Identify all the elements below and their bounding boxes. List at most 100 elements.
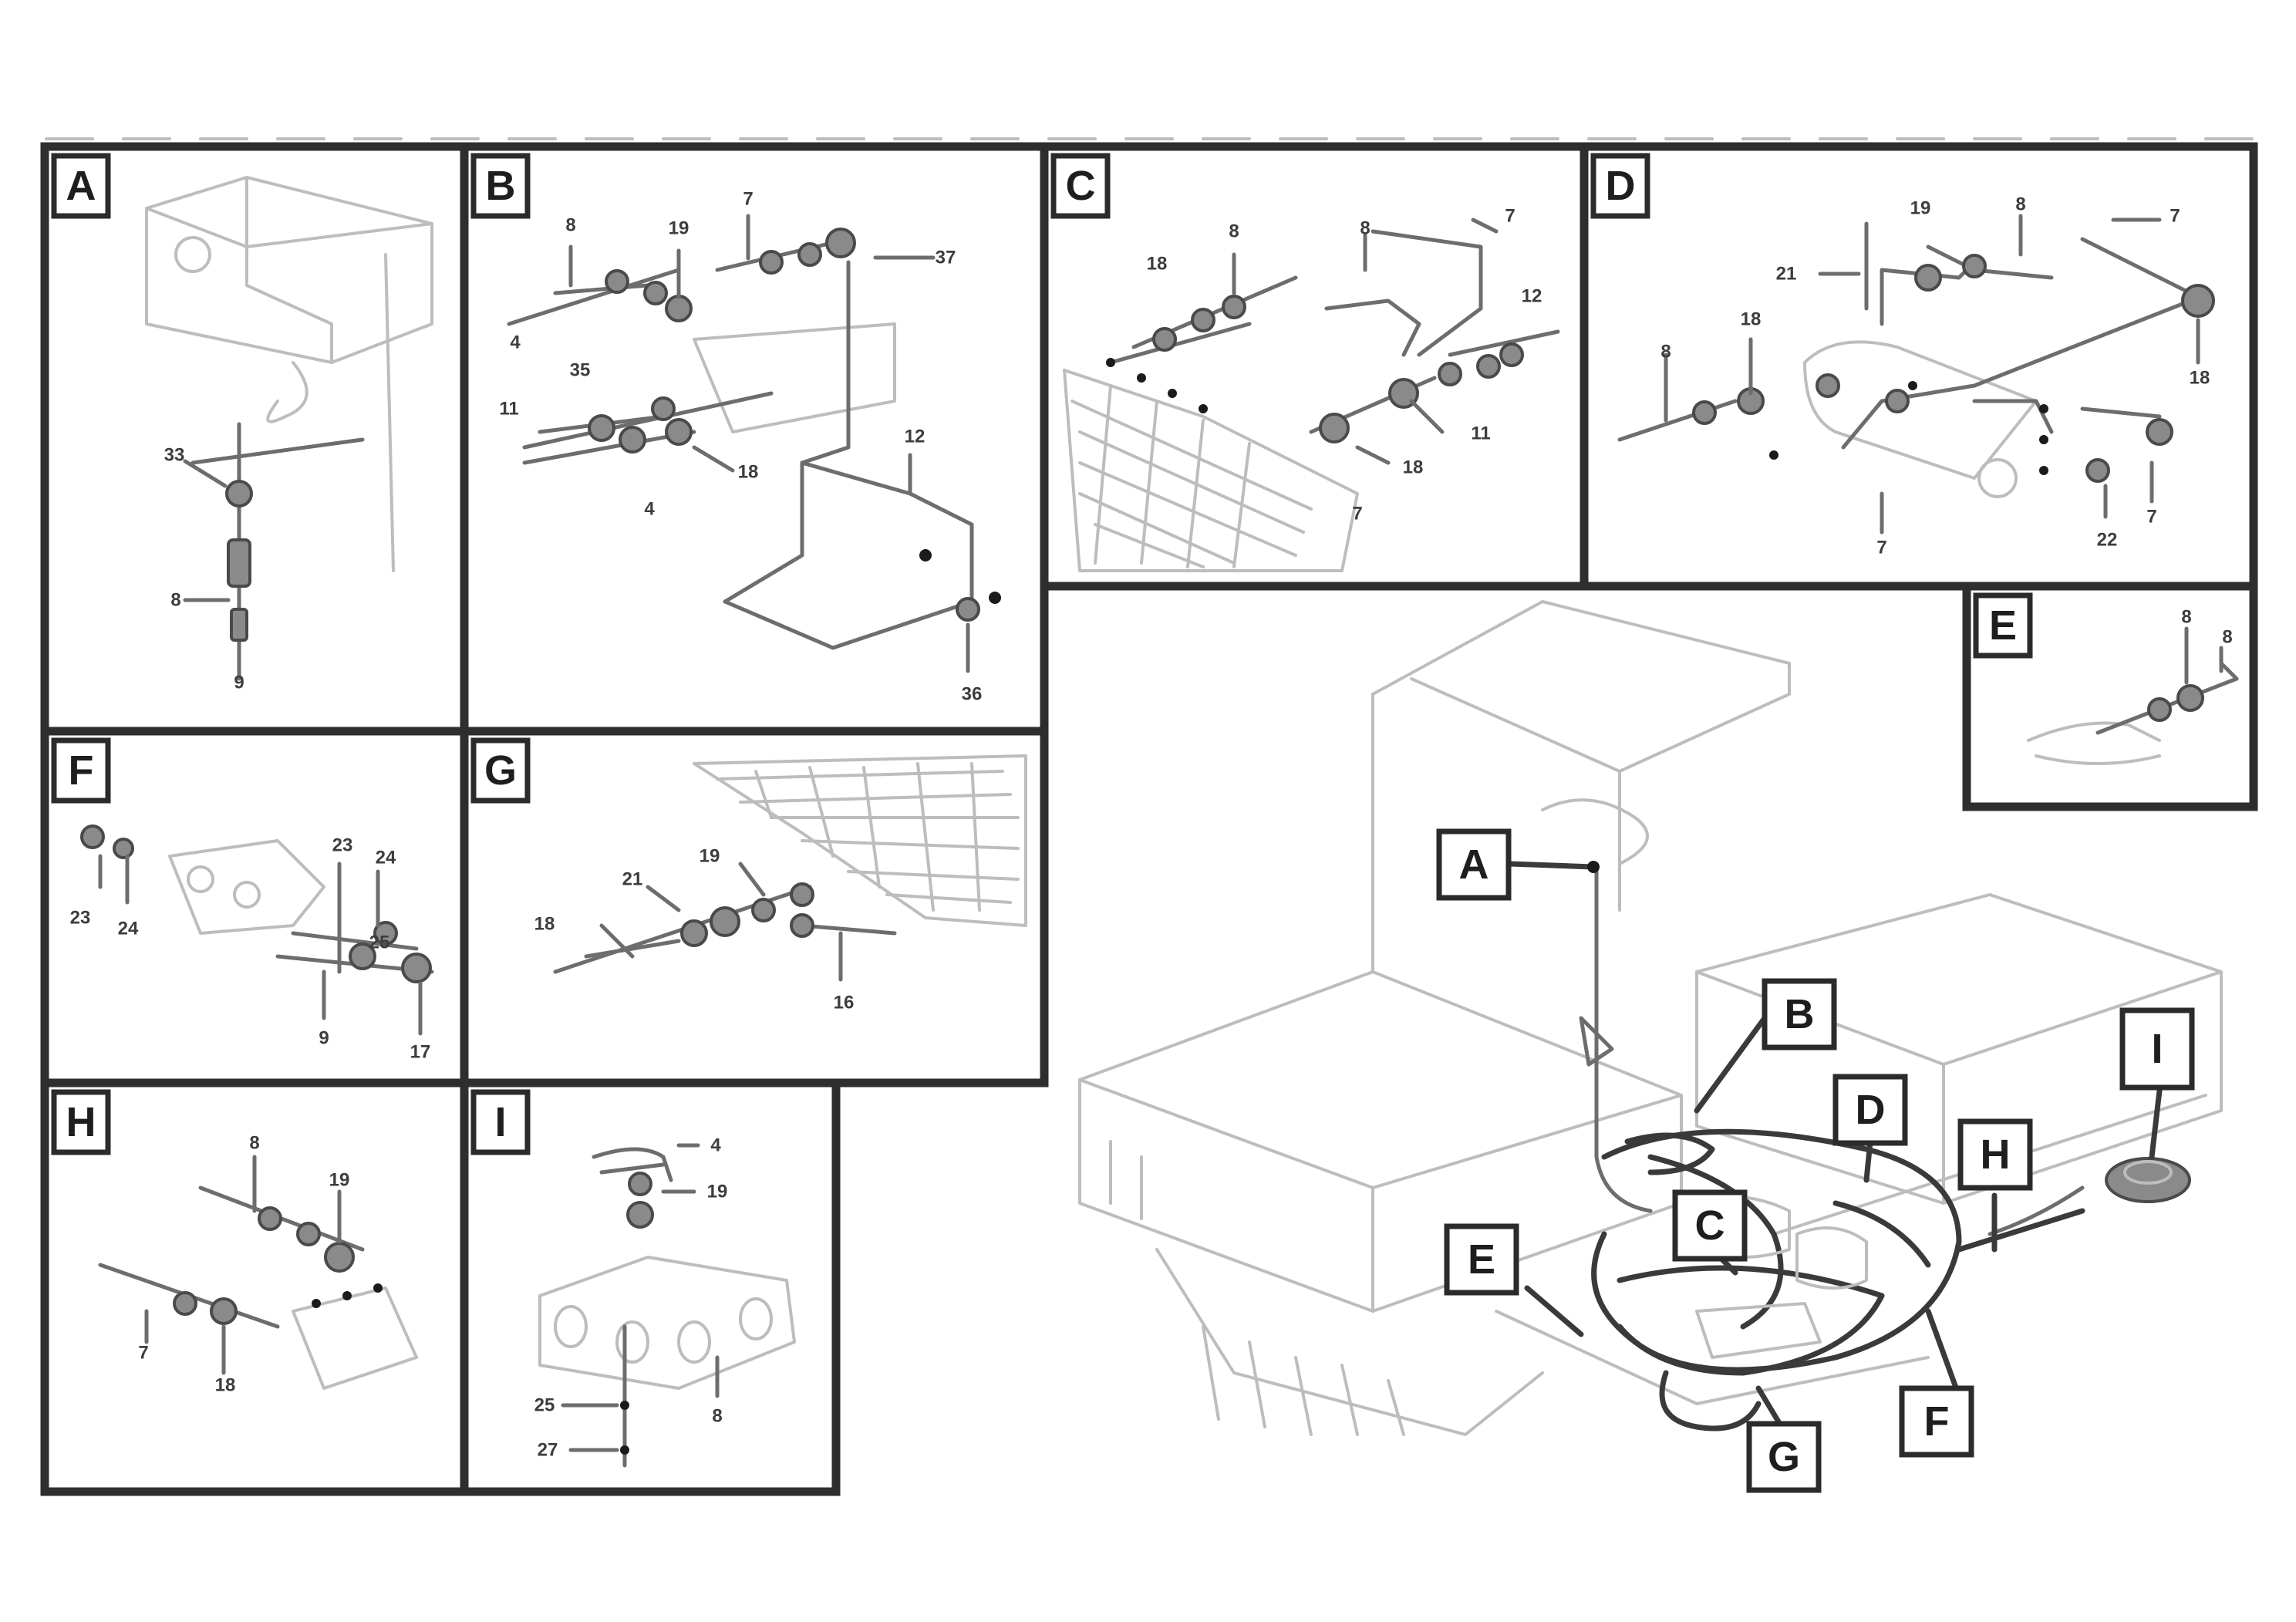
machine-overview xyxy=(1078,600,2223,1436)
panel-b-drawing xyxy=(507,214,1001,673)
callout-h-4: 18 xyxy=(215,1375,236,1396)
callout-h-1: 8 xyxy=(249,1133,259,1154)
callout-d-10: 7 xyxy=(1876,538,1886,558)
callout-c-2: 8 xyxy=(1229,221,1239,242)
callout-e-2: 8 xyxy=(2222,627,2232,648)
callout-i-2: 19 xyxy=(707,1182,728,1202)
callout-d-4: 21 xyxy=(1776,264,1797,285)
callout-i-3: 25 xyxy=(534,1395,555,1416)
panel-d-frame xyxy=(1580,142,2258,591)
panel-h-drawing xyxy=(98,1155,418,1390)
callout-b-10: 4 xyxy=(644,499,655,520)
callout-d-6: 8 xyxy=(1660,342,1671,363)
callout-b-8: 18 xyxy=(738,462,759,483)
panel-c-drawing xyxy=(1063,218,1560,572)
panel-e-tag: E xyxy=(1973,592,2033,659)
panel-d-tag-label: D xyxy=(1606,163,1636,209)
callout-b-6: 35 xyxy=(570,360,591,381)
callout-d-8: 22 xyxy=(2097,530,2118,551)
panel-i-tag: I xyxy=(470,1089,531,1155)
panel-i-frame xyxy=(460,1078,841,1496)
callout-d-3: 7 xyxy=(2170,206,2180,227)
panel-b-tag-label: B xyxy=(486,163,516,209)
overview-tag-i-label: I xyxy=(2151,1026,2163,1072)
overview-tag-c: C xyxy=(1672,1189,1748,1262)
overview-tag-a-label: A xyxy=(1459,841,1489,888)
callout-e-1: 8 xyxy=(2181,607,2191,628)
callout-c-7: 18 xyxy=(1403,457,1424,478)
callout-b-5: 4 xyxy=(510,332,521,353)
overview-tag-f-label: F xyxy=(1924,1398,1950,1445)
callout-h-2: 19 xyxy=(329,1170,350,1191)
panel-b-frame xyxy=(460,142,1049,736)
panel-i-drawing xyxy=(538,1143,796,1468)
panel-frames xyxy=(40,142,2258,1496)
callout-a-1: 33 xyxy=(164,445,185,466)
callout-b-7: 11 xyxy=(499,399,518,420)
callout-g-3: 19 xyxy=(700,846,720,867)
panel-b-tag: B xyxy=(470,153,531,219)
callout-i-4: 27 xyxy=(538,1440,558,1461)
callout-f-3: 23 xyxy=(332,835,353,856)
callout-b-1: 8 xyxy=(565,215,575,236)
callout-g-4: 16 xyxy=(834,993,855,1013)
panel-f-tag: F xyxy=(51,737,111,804)
panel-c-tag-label: C xyxy=(1066,163,1096,209)
callout-c-1: 18 xyxy=(1147,254,1168,275)
callout-c-4: 7 xyxy=(1505,206,1515,227)
callout-f-1: 23 xyxy=(70,908,91,929)
panel-h-tag-label: H xyxy=(66,1099,96,1145)
overview-tag-g: G xyxy=(1746,1421,1822,1493)
overview-leaders xyxy=(1507,861,2163,1430)
overview-tag-a: A xyxy=(1436,828,1512,901)
callout-f-6: 9 xyxy=(319,1028,329,1049)
overview-tag-c-label: C xyxy=(1695,1202,1725,1249)
callout-i-1: 4 xyxy=(710,1135,721,1156)
panel-e-drawing xyxy=(2027,626,2239,765)
callout-b-3: 7 xyxy=(743,189,753,210)
callout-g-1: 18 xyxy=(534,914,555,935)
panel-g-tag: G xyxy=(470,737,531,804)
overview-tag-d-label: D xyxy=(1856,1087,1886,1133)
overview-tag-g-label: G xyxy=(1768,1434,1800,1480)
callout-f-2: 24 xyxy=(118,919,139,939)
callout-c-5: 12 xyxy=(1522,286,1542,307)
panel-f-drawing xyxy=(80,824,434,1036)
overview-tag-h: H xyxy=(1957,1118,2033,1191)
panel-e-tag-label: E xyxy=(1989,602,2017,649)
overview-tag-e-label: E xyxy=(1468,1236,1495,1283)
callout-g-2: 21 xyxy=(622,869,643,890)
callout-c-8: 7 xyxy=(1352,504,1362,524)
panel-g-tag-label: G xyxy=(484,747,517,794)
callout-a-2: 8 xyxy=(170,590,180,611)
callout-d-2: 8 xyxy=(2015,194,2025,215)
callout-d-9: 7 xyxy=(2146,507,2156,528)
overview-tag-h-label: H xyxy=(1981,1131,2011,1178)
panel-h-tag: H xyxy=(51,1089,111,1155)
overview-tag-b: B xyxy=(1762,978,1837,1050)
panel-f-tag-label: F xyxy=(69,747,94,794)
panel-d-tag: D xyxy=(1590,153,1650,219)
callout-f-7: 17 xyxy=(410,1042,431,1063)
overview-tag-e: E xyxy=(1444,1223,1519,1296)
callout-f-5: 25 xyxy=(369,932,390,953)
overview-tag-i: I xyxy=(2119,1007,2195,1091)
callout-c-6: 11 xyxy=(1471,423,1490,444)
callout-d-5: 18 xyxy=(1741,309,1762,330)
panel-a-tag: A xyxy=(51,153,111,219)
callout-b-9: 12 xyxy=(905,427,925,447)
overview-tag-b-label: B xyxy=(1785,991,1815,1037)
panel-e-frame xyxy=(1962,582,2258,811)
callout-b-2: 19 xyxy=(669,218,689,239)
callout-b-4: 37 xyxy=(936,248,956,268)
panel-a-frame xyxy=(40,142,469,736)
callout-i-5: 8 xyxy=(712,1406,722,1427)
overview-tag-d: D xyxy=(1832,1074,1908,1146)
callout-d-1: 19 xyxy=(1910,198,1931,219)
panel-c-tag: C xyxy=(1050,153,1111,219)
callout-a-3: 9 xyxy=(234,673,244,693)
panel-i-tag-label: I xyxy=(494,1099,506,1145)
callout-f-4: 24 xyxy=(376,848,396,868)
callout-d-7: 18 xyxy=(2190,368,2210,389)
